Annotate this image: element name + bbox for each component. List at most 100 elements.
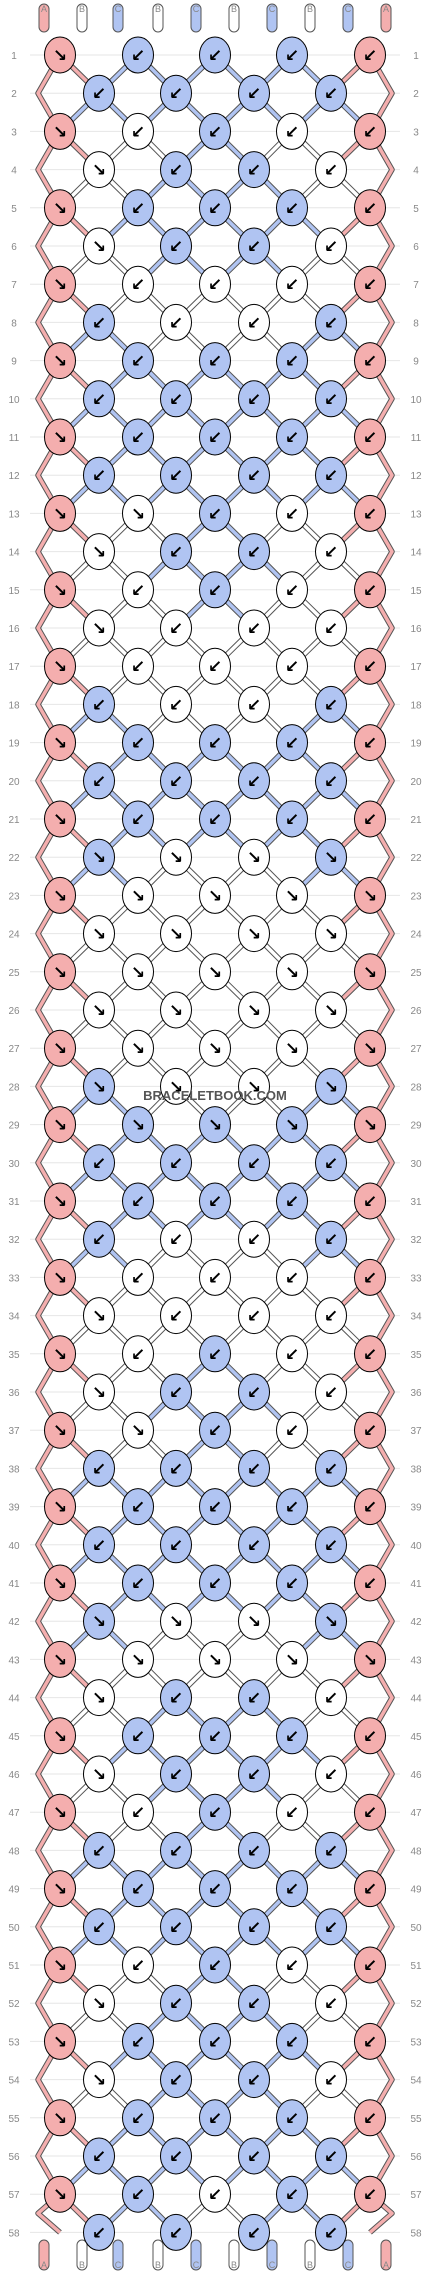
knot-arrow-icon: ↙: [324, 1918, 338, 1938]
knot: ↙: [354, 2099, 386, 2137]
knot-arrow-icon: ↘: [363, 1650, 377, 1670]
knot: ↘: [160, 1067, 192, 1105]
knot-shape: [160, 1908, 192, 1946]
knot: ↙: [160, 1526, 192, 1564]
knot-shape: [238, 380, 270, 418]
knot-shape: [199, 1106, 231, 1144]
knot-shape: [315, 1526, 347, 1564]
knot: ↘: [160, 915, 192, 953]
knot: ↘: [122, 1411, 154, 1449]
knot-shape: [354, 1258, 386, 1296]
knot: ↙: [199, 1258, 231, 1296]
knot: ↘: [83, 1373, 115, 1411]
row-number-right: 28: [410, 1082, 422, 1093]
knot: ↘: [44, 189, 76, 227]
knot-arrow-icon: ↘: [363, 1039, 377, 1059]
knot: ↙: [354, 1488, 386, 1526]
knot-shape: [199, 494, 231, 532]
knot-arrow-icon: ↙: [363, 46, 377, 66]
knot-shape: [238, 303, 270, 341]
knot-arrow-icon: ↙: [169, 1841, 183, 1861]
knot: ↙: [276, 1411, 308, 1449]
knot-shape: [276, 1870, 308, 1908]
knot-arrow-icon: ↙: [285, 1956, 299, 1976]
knot-shape: [354, 1106, 386, 1144]
knot: ↙: [354, 1411, 386, 1449]
row-number-right: 21: [410, 815, 422, 826]
knot-shape: [199, 2175, 231, 2213]
row-number-right: 19: [410, 739, 422, 750]
knot-arrow-icon: ↘: [247, 925, 261, 945]
knot-arrow-icon: ↘: [53, 1498, 67, 1518]
knot: ↘: [160, 1602, 192, 1640]
knot-shape: [238, 456, 270, 494]
knot-arrow-icon: ↘: [53, 2032, 67, 2052]
knot-shape: [315, 762, 347, 800]
row-number-left: 52: [8, 1999, 20, 2010]
knot: ↙: [315, 1220, 347, 1258]
knot-arrow-icon: ↙: [363, 1803, 377, 1823]
string-tab: [76, 3, 88, 33]
knot-arrow-icon: ↙: [208, 2109, 222, 2129]
string-tab: [342, 3, 354, 33]
knot-shape: [160, 991, 192, 1029]
knot-shape: [44, 1258, 76, 1296]
string-tab: [38, 3, 50, 33]
knot-shape: [315, 1067, 347, 1105]
knot-shape: [238, 1679, 270, 1717]
knot-shape: [354, 418, 386, 456]
knot: ↘: [276, 876, 308, 914]
knot-arrow-icon: ↘: [131, 963, 145, 983]
knot: ↙: [122, 724, 154, 762]
knot-shape: [199, 189, 231, 227]
knot: ↙: [354, 342, 386, 380]
knot: ↙: [122, 189, 154, 227]
knot-arrow-icon: ↙: [363, 199, 377, 219]
knot-shape: [238, 2213, 270, 2251]
row-number-right: 50: [410, 1923, 422, 1934]
knot: ↙: [238, 1908, 270, 1946]
knot: ↙: [199, 1564, 231, 1602]
knot-shape: [122, 876, 154, 914]
knot-shape: [354, 2175, 386, 2213]
knot-shape: [122, 953, 154, 991]
knot: ↙: [83, 380, 115, 418]
knot: ↙: [315, 1144, 347, 1182]
knot: ↙: [199, 418, 231, 456]
knot-shape: [199, 265, 231, 303]
knot-shape: [315, 991, 347, 1029]
knot-arrow-icon: ↙: [247, 1689, 261, 1709]
knot-shape: [160, 1984, 192, 2022]
knot: ↘: [199, 1029, 231, 1067]
knot-arrow-icon: ↙: [285, 1574, 299, 1594]
knot-arrow-icon: ↘: [92, 161, 106, 181]
knot-arrow-icon: ↙: [131, 428, 145, 448]
knot-shape: [354, 36, 386, 74]
knot-shape: [83, 915, 115, 953]
knot-shape: [160, 838, 192, 876]
knot: ↙: [238, 1831, 270, 1869]
knot-arrow-icon: ↙: [285, 428, 299, 448]
knot-shape: [160, 762, 192, 800]
knot: ↙: [276, 36, 308, 74]
knot-shape: [199, 1182, 231, 1220]
knot-shape: [199, 1870, 231, 1908]
row-number-right: 16: [410, 624, 422, 635]
knot: ↘: [44, 2022, 76, 2060]
knot: ↙: [276, 1564, 308, 1602]
knot-shape: [354, 800, 386, 838]
row-number-right: 24: [410, 930, 422, 941]
knot: ↙: [122, 1182, 154, 1220]
knot-arrow-icon: ↙: [208, 352, 222, 372]
knot-arrow-icon: ↙: [131, 1956, 145, 1976]
knot-arrow-icon: ↘: [53, 1574, 67, 1594]
knot-arrow-icon: ↙: [363, 734, 377, 754]
row-number-left: 37: [8, 1426, 20, 1437]
knot-shape: [83, 151, 115, 189]
knot: ↙: [354, 1335, 386, 1373]
knot-shape: [276, 1258, 308, 1296]
knot-shape: [160, 1220, 192, 1258]
knot-shape: [199, 36, 231, 74]
knot-arrow-icon: ↙: [208, 46, 222, 66]
knot: ↘: [83, 1984, 115, 2022]
